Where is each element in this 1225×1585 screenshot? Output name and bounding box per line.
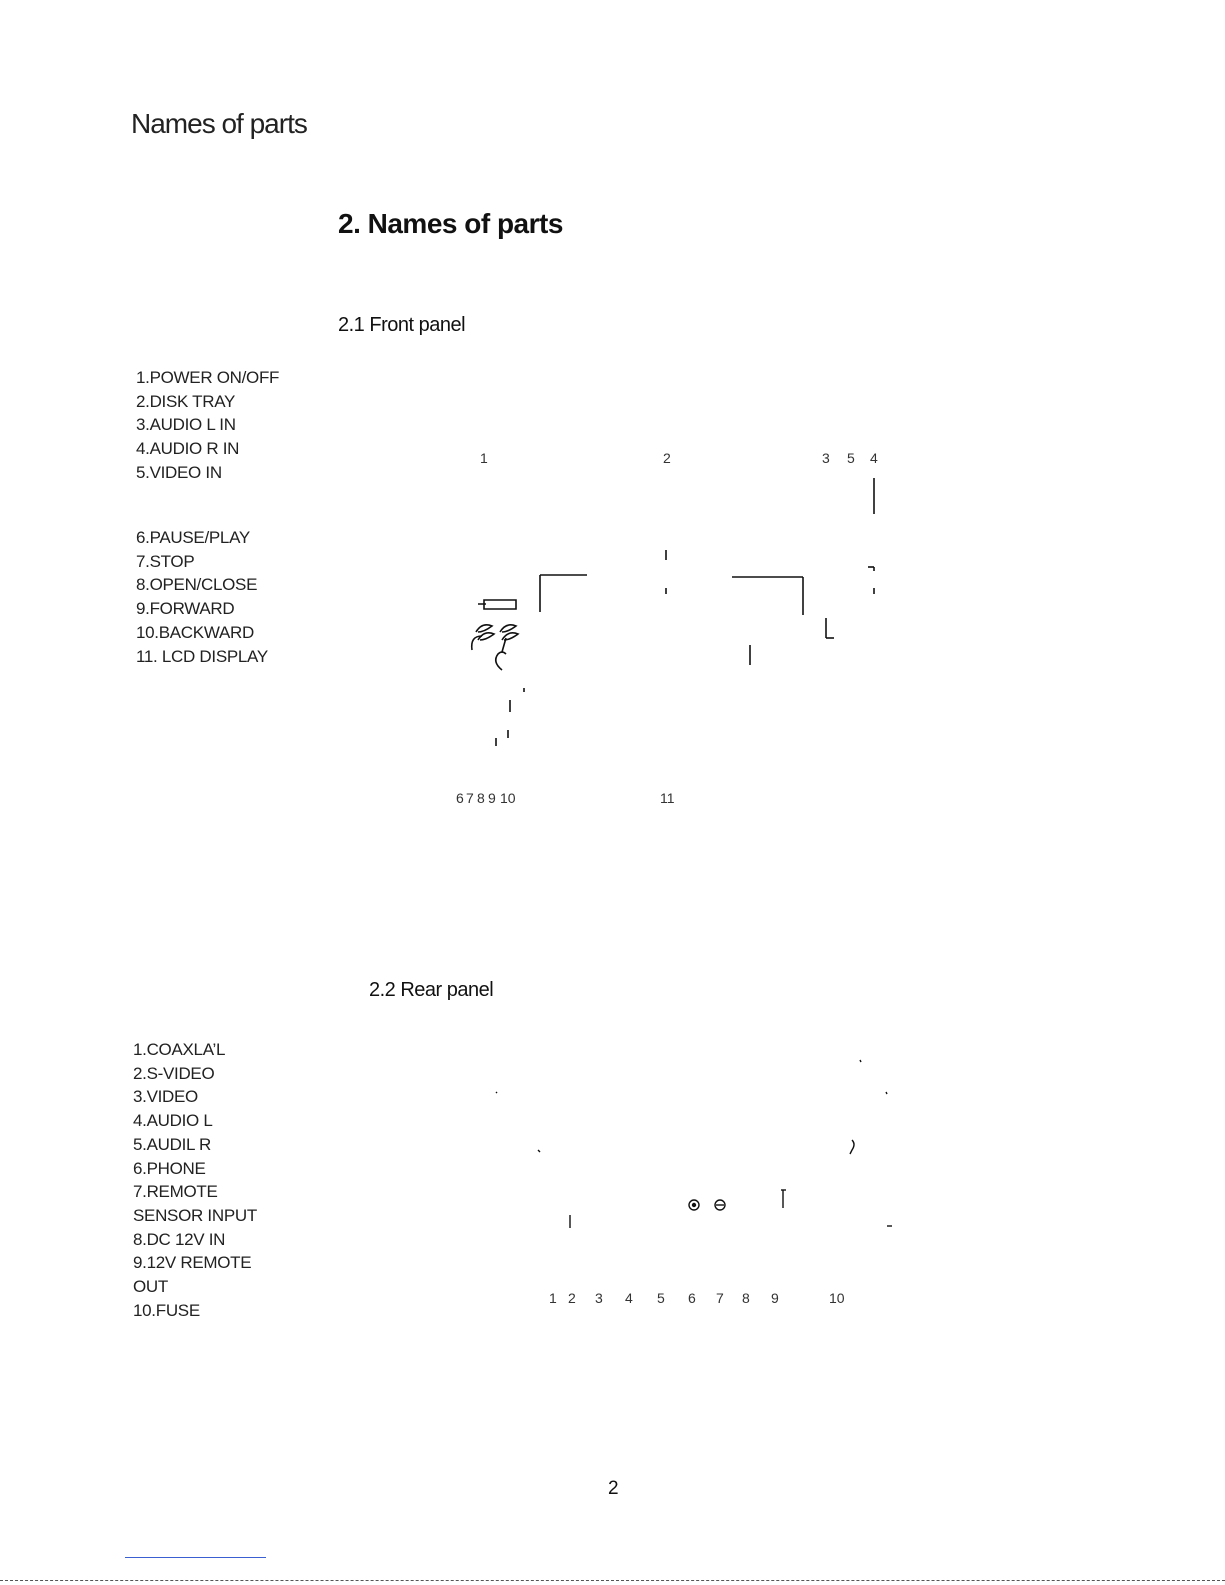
rear-part-item: 6.PHONE xyxy=(133,1158,206,1178)
rear-part-item: 5.AUDIL R xyxy=(133,1134,211,1154)
front-part-item: 1.POWER ON/OFF xyxy=(136,368,280,387)
rear-callout: 6 xyxy=(688,1290,696,1306)
rear-part-item: 7.REMOTE xyxy=(133,1182,218,1202)
front-callout: 1 xyxy=(480,450,488,466)
front-panel-diagram xyxy=(470,478,875,746)
rear-part-item: 1.COAXLA’L xyxy=(133,1040,226,1059)
front-callout: 10 xyxy=(500,790,516,806)
front-part-item: 4.AUDIO R IN xyxy=(136,439,240,459)
front-callout: 8 xyxy=(477,790,485,806)
front-panel-title: 2.1 Front panel xyxy=(338,314,466,336)
front-callout: 5 xyxy=(847,450,855,466)
rear-callout: 7 xyxy=(716,1290,724,1306)
rear-callout: 8 xyxy=(742,1290,750,1306)
front-part-item: 3.AUDIO L IN xyxy=(136,415,236,435)
rear-panel-parts-list: 1.COAXLA’L 2.S-VIDEO 3.VIDEO 4.AUDIO L 5… xyxy=(133,1038,257,1322)
front-callout: 3 xyxy=(822,450,830,466)
front-callout: 4 xyxy=(870,450,878,466)
front-callout: 11 xyxy=(660,790,675,806)
rear-part-item: OUT xyxy=(133,1277,168,1297)
rear-panel-diagram xyxy=(495,1059,892,1228)
front-callout: 7 xyxy=(466,790,474,806)
front-part-item: 5.VIDEO IN xyxy=(136,462,222,482)
rear-part-item: 2.S-VIDEO xyxy=(133,1063,215,1083)
front-part-item: 7.STOP xyxy=(136,551,195,571)
front-part-item: 9.FORWARD xyxy=(136,599,235,619)
front-callout: 9 xyxy=(488,790,496,806)
front-panel-parts-list: 1.POWER ON/OFF 2.DISK TRAY 3.AUDIO L IN … xyxy=(136,366,279,485)
front-part-item: 6.PAUSE/PLAY xyxy=(136,528,250,547)
rear-callout: 4 xyxy=(625,1290,633,1306)
front-part-item: 8.OPEN/CLOSE xyxy=(136,575,258,595)
front-part-item: 2.DISK TRAY xyxy=(136,391,236,411)
rear-part-item: SENSOR INPUT xyxy=(133,1205,257,1225)
rear-part-item: 9.12V REMOTE xyxy=(133,1253,252,1273)
rear-callout: 9 xyxy=(771,1290,779,1306)
footer-rule xyxy=(125,1557,266,1558)
rear-callout: 3 xyxy=(595,1290,603,1306)
front-part-item: 11. LCD DISPLAY xyxy=(136,646,268,666)
rear-callout: 2 xyxy=(568,1290,576,1306)
rear-callout: 1 xyxy=(549,1290,557,1306)
rear-part-item: 10.FUSE xyxy=(133,1300,200,1320)
page-number: 2 xyxy=(608,1478,619,1499)
front-panel-parts-list-2: 6.PAUSE/PLAY 7.STOP 8.OPEN/CLOSE 9.FORWA… xyxy=(136,526,268,668)
rear-callout: 10 xyxy=(829,1290,845,1306)
front-callout: 6 xyxy=(456,790,464,806)
rear-panel-title: 2.2 Rear panel xyxy=(369,979,494,1001)
front-part-item: 10.BACKWARD xyxy=(136,622,254,642)
front-callout: 2 xyxy=(663,450,671,466)
rear-part-item: 3.VIDEO xyxy=(133,1087,198,1107)
section-title: 2. Names of parts xyxy=(338,208,563,239)
rear-callout: 5 xyxy=(657,1290,665,1306)
page-bottom-border xyxy=(0,1580,1225,1581)
rear-part-item: 8.DC 12V IN xyxy=(133,1229,226,1249)
rear-part-item: 4.AUDIO L xyxy=(133,1111,213,1131)
page-header: Names of parts xyxy=(131,108,308,139)
